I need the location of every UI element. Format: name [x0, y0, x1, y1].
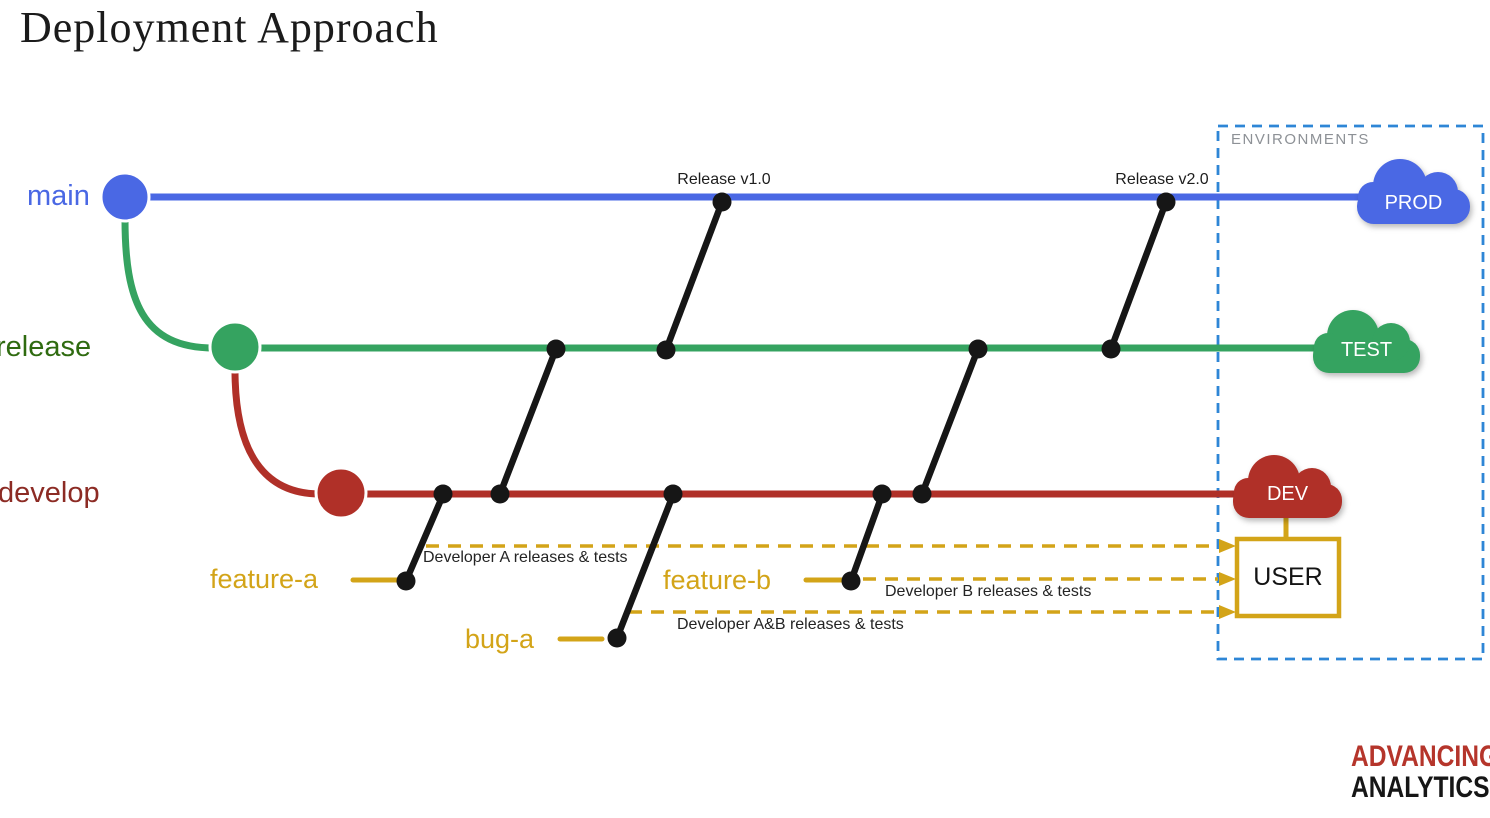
branch-node-release [208, 320, 262, 374]
arrowhead-developer-a [1219, 539, 1236, 553]
logo-wordmark-analytics: ANALYTICS [1351, 771, 1490, 804]
annotation-developer-ab: Developer A&B releases & tests [677, 616, 904, 633]
branch-label-release: release [0, 331, 92, 363]
test-cloud [1313, 310, 1420, 373]
prod-cloud [1357, 159, 1470, 224]
merge-lines [402, 198, 1170, 642]
release-tag-v1: Release v1.0 [677, 171, 771, 188]
environments-panel [1216, 124, 1485, 661]
branch-node-develop [314, 466, 368, 520]
branch-node-main [99, 171, 151, 223]
branch-label-bug-a: bug-a [465, 624, 535, 654]
release-tag-v2: Release v2.0 [1115, 171, 1209, 188]
logo-wordmark-advancing: ADVANCING [1351, 740, 1490, 773]
environments-panel-title: ENVIRONMENTS [1231, 131, 1370, 148]
developer-flow-arrows [426, 539, 1236, 619]
branch-label-feature-a: feature-a [210, 564, 319, 594]
page-title: Deployment Approach [20, 3, 439, 52]
user-box-label: USER [1253, 563, 1323, 591]
user-box [1234, 536, 1342, 619]
test-cloud-label: TEST [1340, 339, 1393, 361]
branch-label-main: main [27, 180, 90, 212]
fork-main-to-release [121, 215, 218, 352]
branch-label-feature-b: feature-b [663, 565, 772, 595]
dev-cloud [1233, 455, 1342, 518]
fork-release-to-develop [231, 366, 324, 498]
annotation-developer-a: Developer A releases & tests [423, 549, 628, 566]
annotation-developer-b: Developer B releases & tests [885, 583, 1092, 600]
branch-label-develop: develop [0, 477, 100, 509]
dev-cloud-label: DEV [1266, 483, 1309, 505]
arrowhead-developer-b [1219, 572, 1236, 586]
prod-cloud-label: PROD [1384, 192, 1443, 214]
arrowhead-developer-ab [1219, 605, 1236, 619]
commit-dots [396, 192, 1176, 648]
